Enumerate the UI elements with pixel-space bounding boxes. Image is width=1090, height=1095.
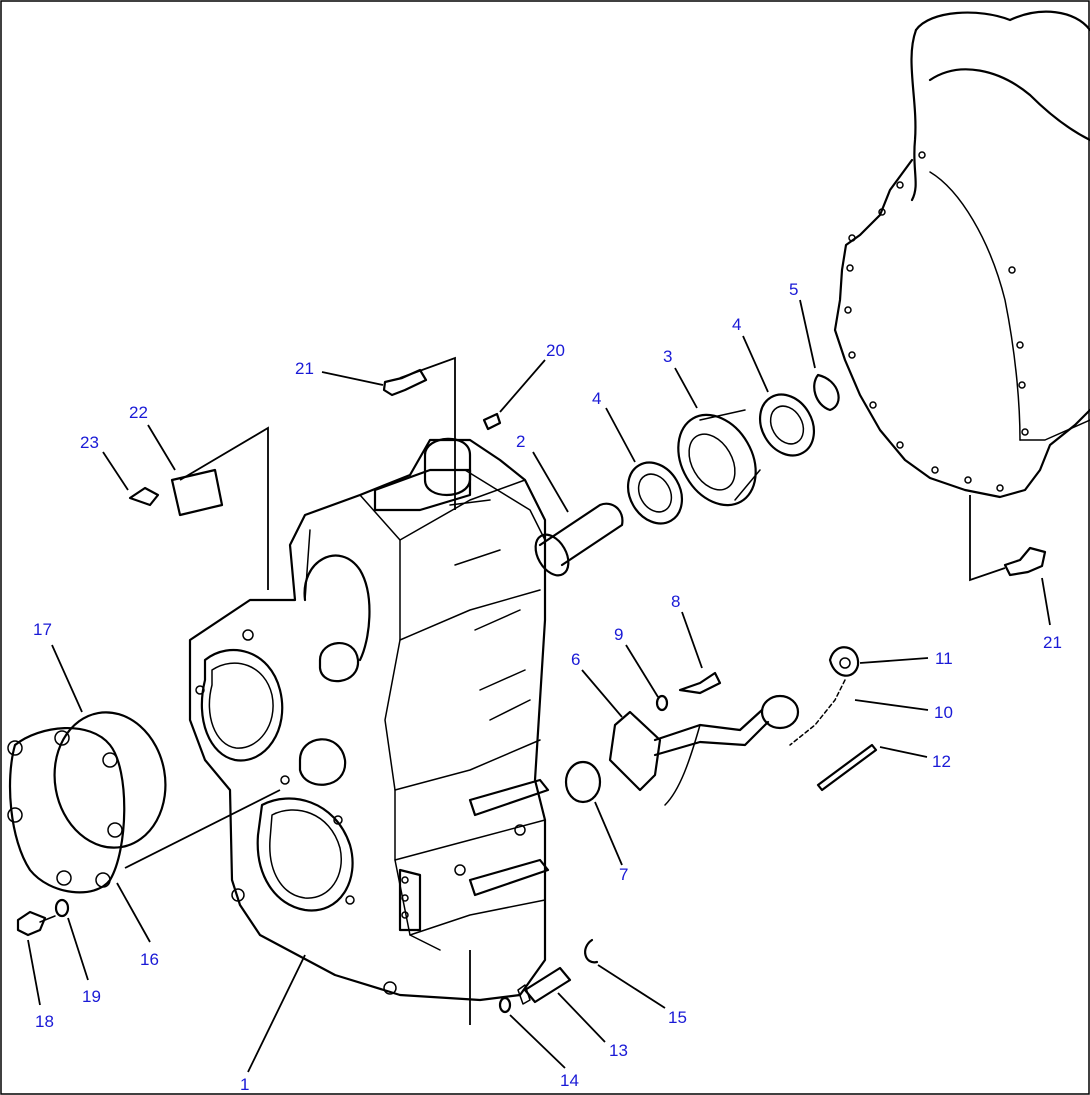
callout-19: 19: [82, 987, 101, 1006]
callout-11: 11: [935, 649, 953, 668]
callout-18: 18: [35, 1012, 54, 1031]
tube-assembly: [608, 694, 800, 806]
bolt-small: [128, 486, 160, 507]
callout-labels: 1 2 3 4 4 5 6 7 8 9 10 11 12 13 14 15 16…: [33, 280, 1062, 1094]
cap: [828, 646, 860, 677]
pin: [482, 412, 502, 431]
callout-8: 8: [671, 592, 680, 611]
bearing-left: [626, 461, 684, 525]
transmission-case: [188, 437, 550, 1002]
callout-21b: 21: [1043, 633, 1062, 652]
callout-10: 10: [934, 703, 953, 722]
gear: [677, 409, 761, 507]
callout-16: 16: [140, 950, 159, 969]
callout-3: 3: [663, 347, 672, 366]
callout-21a: 21: [295, 359, 314, 378]
bolt-mid: [678, 671, 722, 695]
callout-17: 17: [33, 620, 52, 639]
washer: [54, 898, 70, 918]
callout-7: 7: [619, 865, 628, 884]
assembly-lines: [124, 356, 1006, 1025]
shaft: [534, 502, 624, 577]
callout-4b: 4: [732, 315, 741, 334]
sensor: [517, 966, 572, 1005]
leader-lines: [27, 299, 1051, 1073]
bolt: [16, 910, 56, 937]
snap-ring: [813, 373, 840, 412]
chain: [789, 679, 846, 746]
bearing-right: [758, 393, 816, 457]
cover: [7, 726, 126, 894]
callout-23: 23: [80, 433, 99, 452]
o-ring: [53, 711, 167, 849]
callout-22: 22: [129, 403, 148, 422]
o-ring-sensor: [498, 996, 512, 1014]
callout-15: 15: [668, 1008, 687, 1027]
callout-20: 20: [546, 341, 565, 360]
split-pin: [816, 743, 878, 792]
bolt-right: [1003, 546, 1047, 577]
flywheel-housing: [833, 10, 1090, 499]
callout-5: 5: [789, 280, 798, 299]
plate: [170, 468, 224, 517]
callout-12: 12: [932, 752, 951, 771]
clip: [584, 938, 599, 964]
o-ring-small: [564, 760, 602, 804]
callout-9: 9: [614, 625, 623, 644]
washer-mid: [655, 694, 669, 712]
callout-14: 14: [560, 1071, 579, 1090]
callout-4a: 4: [592, 389, 601, 408]
callout-6: 6: [571, 650, 580, 669]
callout-13: 13: [609, 1041, 628, 1060]
callout-1: 1: [240, 1075, 249, 1094]
callout-2: 2: [516, 432, 525, 451]
